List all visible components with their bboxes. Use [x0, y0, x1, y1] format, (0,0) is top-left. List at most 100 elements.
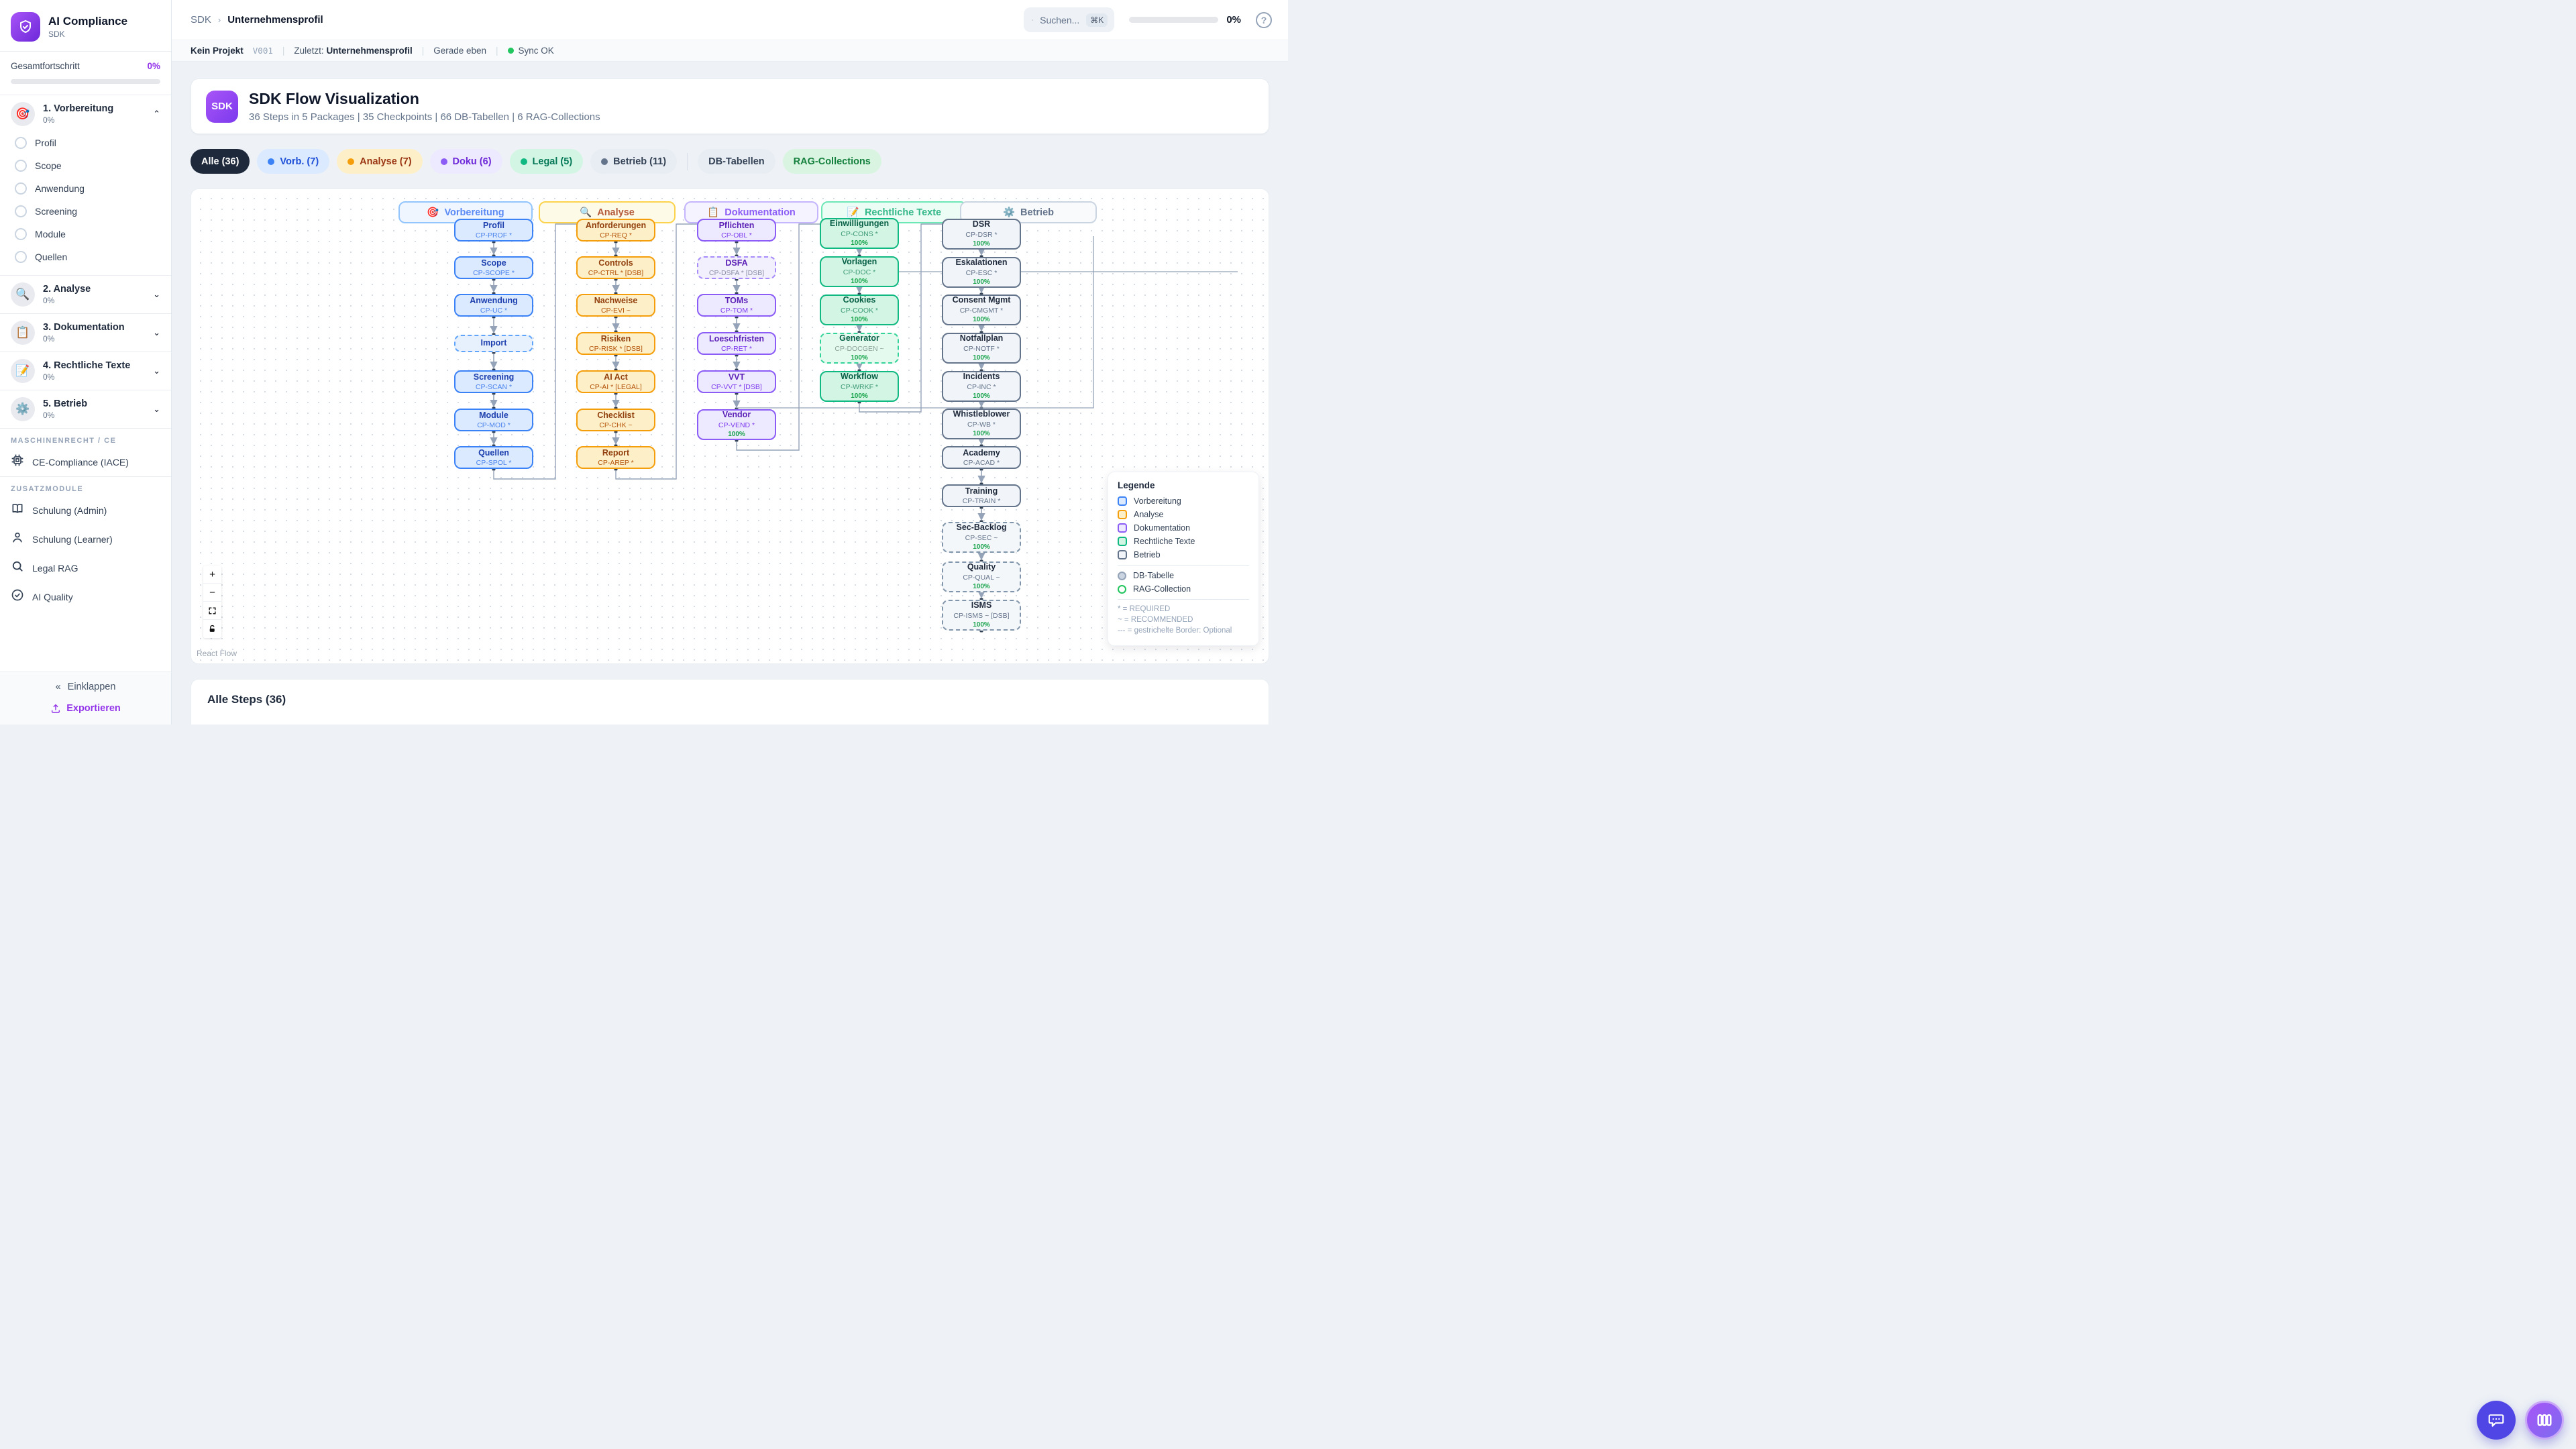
- collapse-button[interactable]: « Einklappen: [0, 682, 171, 692]
- node-code: CP-CONS *: [841, 229, 878, 238]
- sidebar-section: 📋 3. Dokumentation 0% ⌄: [0, 313, 171, 352]
- divider: |: [496, 46, 498, 56]
- section-header-4[interactable]: 📝 4. Rechtliche Texte 0% ⌄: [11, 359, 160, 383]
- filter-chip-db-tabellen[interactable]: DB-Tabellen: [698, 149, 775, 174]
- chevron-right-icon: ›: [217, 15, 221, 25]
- sidebar-item-label: Anwendung: [35, 183, 85, 194]
- flow-node-import[interactable]: Import: [454, 335, 533, 352]
- legend-note: * = REQUIRED: [1118, 605, 1171, 613]
- filter-chip-betrieb-11-[interactable]: Betrieb (11): [590, 149, 678, 174]
- filter-chip-legal-5-[interactable]: Legal (5): [509, 149, 584, 174]
- reactflow-attribution: React Flow: [197, 649, 237, 658]
- sidebar-item-label: Scope: [35, 160, 62, 171]
- node-title: Controls: [598, 258, 633, 268]
- section-header-3[interactable]: 📋 3. Dokumentation 0% ⌄: [11, 321, 160, 345]
- export-button[interactable]: Exportieren: [0, 703, 171, 714]
- node-code: CP-ISMS ~ [DSB]: [953, 611, 1010, 620]
- sidebar-item-schulung-learner-[interactable]: Schulung (Learner): [0, 525, 171, 553]
- node-title: Profil: [483, 220, 504, 230]
- sidebar-item-legal-rag[interactable]: Legal RAG: [0, 553, 171, 582]
- fit-view-button[interactable]: [203, 602, 221, 620]
- sidebar-item-profil[interactable]: Profil: [13, 131, 160, 154]
- section-header-2[interactable]: 🔍 2. Analyse 0% ⌄: [11, 282, 160, 307]
- node-code: CP-COOK *: [840, 306, 878, 315]
- package-title: Analyse: [597, 207, 635, 218]
- package-title: Betrieb: [1020, 207, 1055, 218]
- sidebar-item-scope[interactable]: Scope: [13, 154, 160, 177]
- filter-chip-analyse-7-[interactable]: Analyse (7): [337, 149, 423, 174]
- sidebar-item-quellen[interactable]: Quellen: [13, 246, 160, 268]
- node-title: Academy: [963, 447, 1000, 458]
- filter-chip-rag-collections[interactable]: RAG-Collections: [782, 149, 881, 174]
- node-title: Notfallplan: [959, 333, 1004, 343]
- sidebar-item-ai-quality[interactable]: AI Quality: [0, 582, 171, 611]
- sidebar-item-module[interactable]: Module: [13, 223, 160, 246]
- search-shortcut: ⌘K: [1086, 13, 1108, 27]
- node-progress-label: 100%: [973, 392, 990, 400]
- sidebar-item-anwendung[interactable]: Anwendung: [13, 177, 160, 200]
- section-header-1[interactable]: 🎯 1. Vorbereitung 0% ⌃: [11, 102, 160, 126]
- node-title: Whistleblower: [953, 409, 1010, 419]
- search-input[interactable]: Suchen... ⌘K: [1024, 7, 1115, 32]
- zoom-in-button[interactable]: +: [203, 566, 221, 584]
- chat-fab-button[interactable]: [2477, 1401, 2516, 1440]
- db-circle-icon: [1118, 571, 1126, 580]
- filter-chip-alle-36-[interactable]: Alle (36): [191, 149, 250, 174]
- sidebar-item-schulung-admin-[interactable]: Schulung (Admin): [0, 496, 171, 525]
- node-code: CP-AREP *: [598, 459, 634, 468]
- node-progress-label: 100%: [973, 315, 990, 323]
- sidebar-item-ce-compliance-iace-[interactable]: CE-Compliance (IACE): [0, 447, 171, 476]
- legend-item-blue: Vorbereitung: [1118, 496, 1249, 506]
- breadcrumb-sdk[interactable]: SDK: [191, 14, 211, 25]
- section-header-5[interactable]: ⚙️ 5. Betrieb 0% ⌄: [11, 397, 160, 421]
- filter-chip-doku-6-[interactable]: Doku (6): [429, 149, 502, 174]
- lock-toggle-button[interactable]: [203, 620, 221, 638]
- chip-label: Vorb. (7): [280, 156, 319, 167]
- filter-chip-vorb-7-[interactable]: Vorb. (7): [257, 149, 330, 174]
- node-code: CP-REQ *: [600, 231, 632, 240]
- node-title: Eskalationen: [955, 258, 1008, 268]
- zoom-out-button[interactable]: −: [203, 584, 221, 602]
- help-icon[interactable]: ?: [1256, 11, 1272, 28]
- kanban-fab-button[interactable]: [2525, 1401, 2564, 1440]
- chat-bubble-icon: [2488, 1414, 2504, 1427]
- hero-card: SDK SDK Flow Visualization 36 Steps in 5…: [191, 78, 1269, 134]
- sidebar-item-screening[interactable]: Screening: [13, 200, 160, 223]
